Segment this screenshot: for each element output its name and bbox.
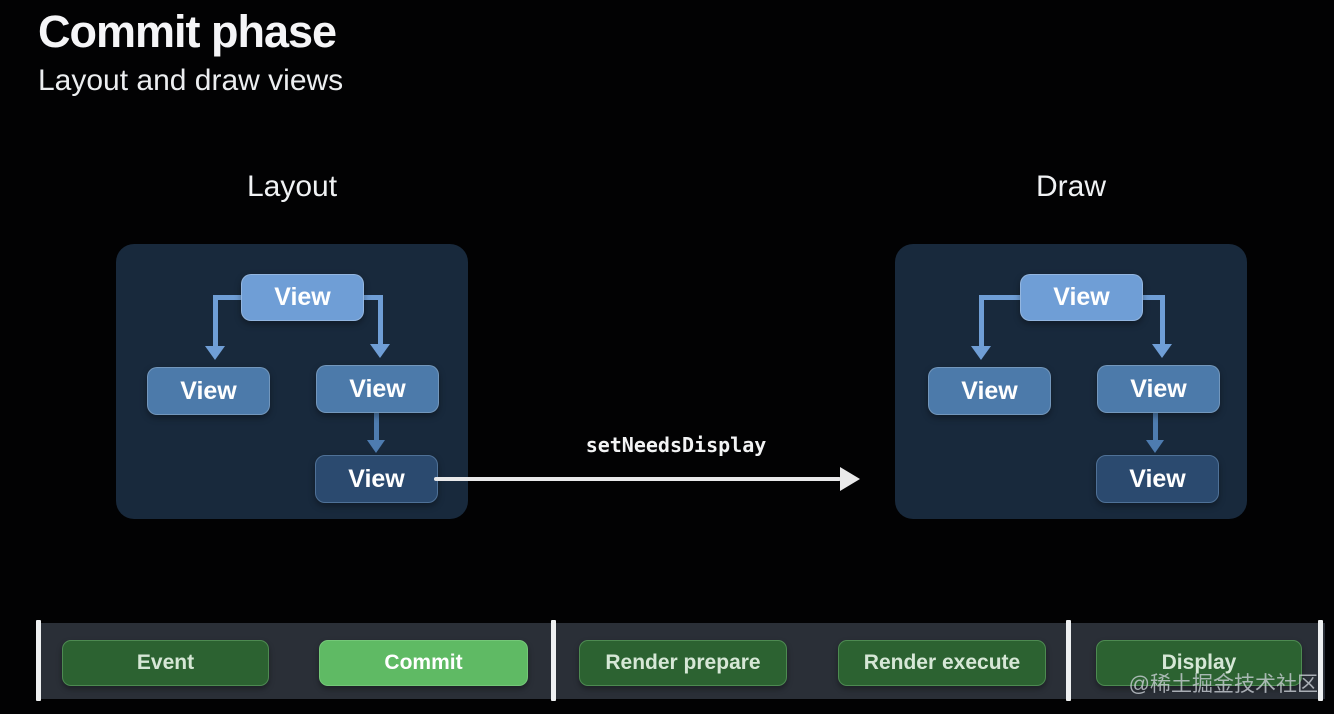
timeline-divider	[1066, 620, 1071, 701]
connector-line	[362, 295, 383, 300]
timeline-divider	[551, 620, 556, 701]
view-node-grandchild: View	[315, 455, 438, 503]
connector-line	[213, 295, 243, 300]
arrow-down-icon	[1146, 440, 1164, 453]
phase-render-execute: Render execute	[838, 640, 1046, 686]
connector-line	[1143, 295, 1165, 300]
phase-commit: Commit	[319, 640, 528, 686]
watermark: @稀土掘金技术社区	[1128, 673, 1318, 696]
draw-tree-container: View View View View	[895, 244, 1247, 519]
slide-title: Commit phase	[38, 6, 337, 57]
transition-arrow-line	[434, 477, 841, 481]
connector-line	[213, 295, 218, 347]
timeline-divider	[36, 620, 41, 701]
slide-subtitle: Layout and draw views	[38, 64, 344, 97]
view-node-grandchild: View	[1096, 455, 1219, 503]
transition-arrow-label: setNeedsDisplay	[585, 433, 767, 457]
layout-tree-container: View View View View	[116, 244, 468, 519]
connector-line	[979, 295, 984, 347]
view-node-child-left: View	[928, 367, 1051, 415]
connector-line	[979, 295, 1020, 300]
view-node-root: View	[1020, 274, 1143, 321]
view-node-child-right: View	[1097, 365, 1220, 413]
phase-render-prepare: Render prepare	[579, 640, 787, 686]
connector-line	[378, 295, 383, 345]
phase-display: Display	[1096, 640, 1302, 686]
arrow-down-icon	[367, 440, 385, 453]
arrow-down-icon	[1152, 344, 1172, 358]
connector-line	[1160, 295, 1165, 345]
arrow-right-icon	[840, 467, 860, 491]
view-node-child-left: View	[147, 367, 270, 415]
layout-section-title: Layout	[246, 170, 338, 203]
arrow-down-icon	[971, 346, 991, 360]
view-node-root: View	[241, 274, 364, 321]
phase-event: Event	[62, 640, 269, 686]
draw-section-title: Draw	[1035, 170, 1106, 203]
connector-line	[1153, 411, 1158, 441]
connector-line	[374, 411, 379, 441]
arrow-down-icon	[205, 346, 225, 360]
arrow-down-icon	[370, 344, 390, 358]
timeline-divider	[1318, 620, 1323, 701]
view-node-child-right: View	[316, 365, 439, 413]
